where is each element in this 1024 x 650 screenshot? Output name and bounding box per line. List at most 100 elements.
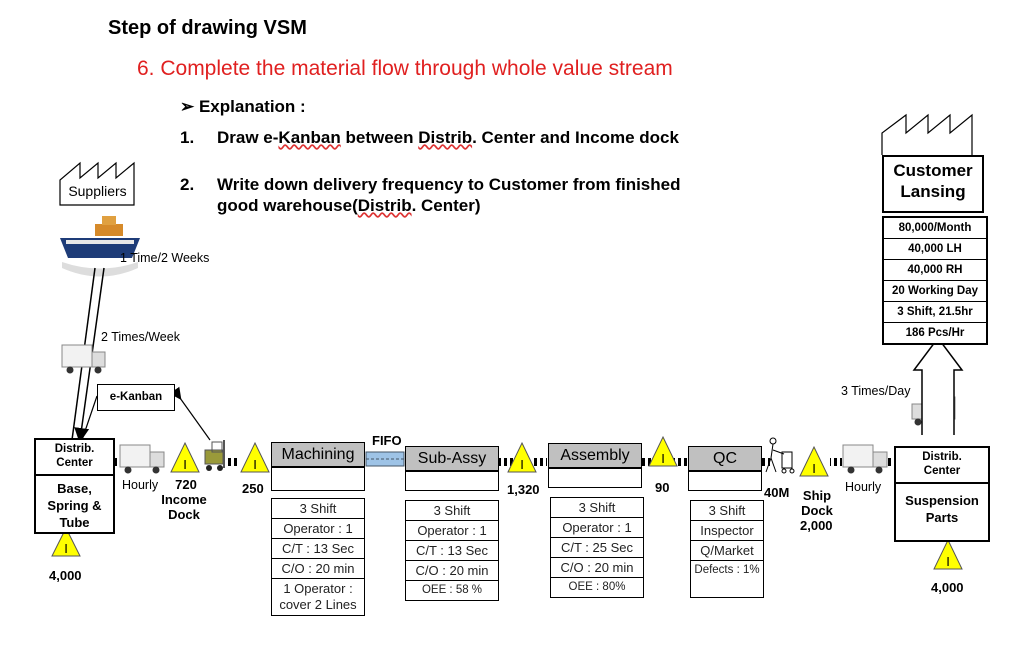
distrib-center-right: Distrib. Center Suspension Parts xyxy=(894,446,990,542)
data-row: 186 Pcs/Hr xyxy=(905,327,965,339)
data-row: C/T : 25 Sec xyxy=(551,538,643,558)
page-title: Step of drawing VSM xyxy=(108,17,307,39)
inventory-triangle-icon: I xyxy=(507,441,537,473)
explanation-label: ➢ Explanation : xyxy=(180,97,306,116)
inventory-90: 90 xyxy=(655,480,670,495)
rail-1320-assembly xyxy=(531,458,547,466)
rail-income-250 xyxy=(226,458,240,466)
data-row: 40,000 LH xyxy=(884,239,986,260)
distrib-center-left-body: Base, Spring & Tube xyxy=(47,481,102,530)
income-dock-label: Income Dock xyxy=(161,492,207,522)
rail-assembly-90 xyxy=(640,458,652,466)
data-row: C/T : 13 Sec xyxy=(272,539,364,559)
data-row: Operator : 1 xyxy=(272,519,364,539)
inventory-40m: 40M xyxy=(764,485,790,500)
inventory-triangle-icon: I xyxy=(170,441,200,473)
data-row: 3 Shift, 21.5hr xyxy=(884,302,986,323)
svg-text:I: I xyxy=(520,457,524,472)
process-qc: QC xyxy=(688,446,762,471)
fifo-label: FIFO xyxy=(372,433,402,448)
data-row: C/O : 20 min xyxy=(272,559,364,579)
hourly-left-label: Hourly xyxy=(122,478,159,492)
data-row: Operator : 1 xyxy=(551,518,643,538)
step-number: 2. xyxy=(180,175,195,194)
svg-text:I: I xyxy=(812,461,816,476)
inventory-triangle-icon: I xyxy=(51,526,81,557)
data-row: 80,000/Month xyxy=(884,218,986,239)
rail-subassy-1320 xyxy=(498,458,514,466)
rail-90-qc xyxy=(670,458,688,466)
qc-data-box: 3 Shift Inspector Q/Market Defects : 1% xyxy=(690,500,764,598)
hourly-truck-right-icon xyxy=(842,444,888,474)
shipment-arrow-icon xyxy=(912,336,964,435)
data-row: Q/Market xyxy=(691,541,763,561)
sub-assy-data-box: 3 Shift Operator : 1 C/T : 13 Sec C/O : … xyxy=(405,500,499,601)
data-row: 3 Shift xyxy=(406,501,498,521)
ship-frequency: 1 Time/2 Weeks xyxy=(120,251,210,265)
process-assembly: Assembly xyxy=(548,443,642,468)
step-number: 1. xyxy=(180,128,195,147)
svg-text:I: I xyxy=(253,457,257,472)
assembly-data-box: 3 Shift Operator : 1 C/T : 25 Sec C/O : … xyxy=(550,497,644,598)
data-row: 1 Operator : cover 2 Lines xyxy=(279,581,357,612)
distrib-center-right-body: Suspension Parts xyxy=(905,493,979,525)
distrib-center-left-head: Distrib. Center xyxy=(36,440,113,476)
svg-text:I: I xyxy=(946,554,950,569)
svg-text:I: I xyxy=(661,451,665,466)
distrib-center-right-head: Distrib. Center xyxy=(896,448,988,484)
machining-data-box: 3 Shift Operator : 1 C/T : 13 Sec C/O : … xyxy=(271,498,365,616)
hourly-right-label: Hourly xyxy=(845,480,882,494)
process-machining: Machining xyxy=(271,442,365,467)
data-row: 40,000 RH xyxy=(884,260,986,281)
data-row: 3 Shift xyxy=(272,499,364,519)
rail-to-distrib-right xyxy=(883,458,895,466)
supplier-truck-icon xyxy=(61,344,106,374)
customer-delivery-frequency: 3 Times/Day xyxy=(841,384,911,398)
inventory-triangle-icon: I xyxy=(240,441,270,473)
distrib-left-inventory: 4,000 xyxy=(49,568,82,583)
hand-truck-icon xyxy=(765,437,795,474)
machining-blank xyxy=(271,467,365,491)
step-text: Draw e-Kanban between Distrib. Center an… xyxy=(217,128,679,147)
inventory-triangle-icon: I xyxy=(933,538,963,570)
data-row: Operator : 1 xyxy=(406,521,498,541)
ship-icon xyxy=(60,216,140,277)
sub-assy-blank xyxy=(405,471,499,491)
page-subtitle: 6. Complete the material flow through wh… xyxy=(137,57,673,80)
inventory-triangle-icon: I xyxy=(799,445,829,477)
customer-factory-icon xyxy=(881,113,973,155)
e-kanban-box: e-Kanban xyxy=(97,384,175,411)
customer-name: Customer Lansing xyxy=(882,155,984,213)
data-row: 3 Shift xyxy=(691,501,763,521)
inventory-1320: 1,320 xyxy=(507,482,540,497)
data-row: Defects : 1% xyxy=(694,564,760,576)
rail-left-1 xyxy=(112,458,124,466)
truck-frequency: 2 Times/Week xyxy=(101,330,180,344)
data-row: C/O : 20 min xyxy=(551,558,643,578)
fifo-lane xyxy=(365,451,405,467)
customer-data-box: 80,000/Month 40,000 LH 40,000 RH 20 Work… xyxy=(882,216,988,345)
data-row: Inspector xyxy=(691,521,763,541)
rail-ship-dock xyxy=(830,458,842,466)
explanation-step-2: 2. Write down delivery frequency to Cust… xyxy=(180,174,690,218)
data-row: OEE : 80% xyxy=(568,581,626,593)
data-row: 3 Shift xyxy=(551,498,643,518)
ship-dock-inventory: 2,000 xyxy=(800,518,833,533)
inventory-triangle-icon: I xyxy=(648,435,678,467)
svg-text:I: I xyxy=(183,457,187,472)
income-dock-inventory: 720 xyxy=(175,477,197,492)
ship-dock-label: Ship Dock xyxy=(801,488,833,518)
step-text: Write down delivery frequency to Custome… xyxy=(217,175,681,215)
rail-qc-40m xyxy=(760,458,770,466)
data-row: OEE : 58 % xyxy=(421,584,483,596)
data-row: C/O : 20 min xyxy=(406,561,498,581)
hourly-truck-left-icon xyxy=(119,444,165,474)
explanation-step-1: 1. Draw e-Kanban between Distrib. Center… xyxy=(180,127,690,171)
supplier-label: Suppliers xyxy=(68,183,127,199)
inventory-250: 250 xyxy=(242,481,264,496)
svg-text:I: I xyxy=(64,541,68,556)
assembly-blank xyxy=(548,468,642,488)
data-row: C/T : 13 Sec xyxy=(406,541,498,561)
distrib-right-inventory: 4,000 xyxy=(931,580,964,595)
